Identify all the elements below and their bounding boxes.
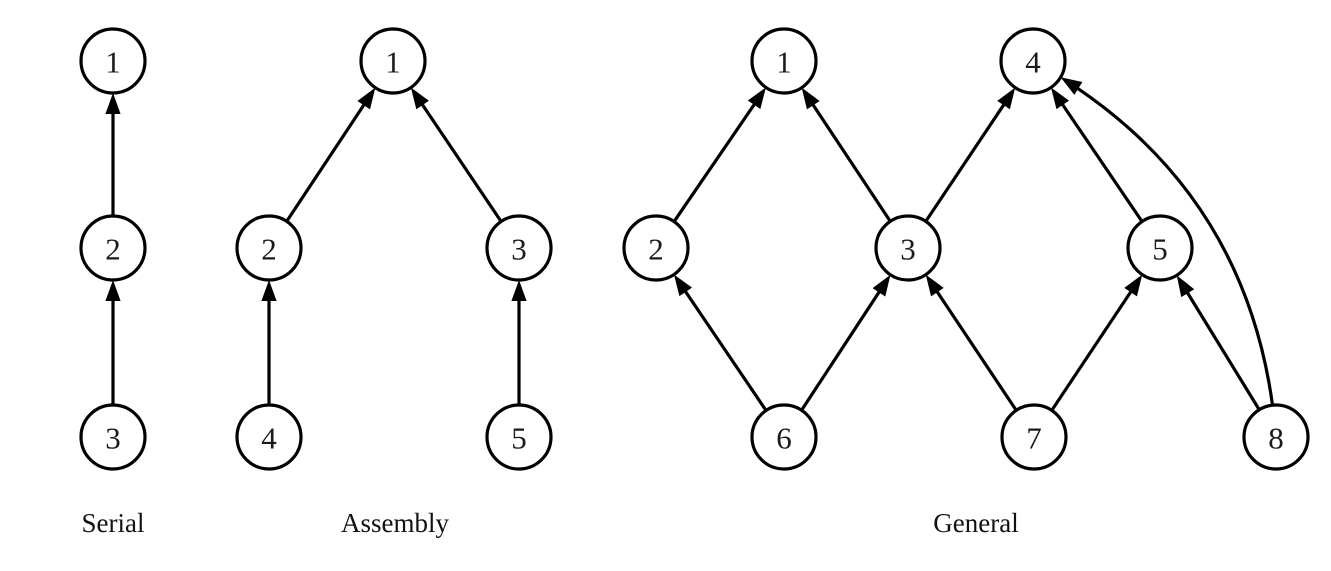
edge-arrowhead xyxy=(1050,87,1070,110)
node-label: 2 xyxy=(261,232,277,267)
node-circle[interactable] xyxy=(359,27,427,95)
edge-arrowhead xyxy=(925,274,944,297)
edge-shaft xyxy=(1184,289,1261,411)
edge-s2-to-s1 xyxy=(105,93,121,216)
node-assembly-4[interactable]: 4 xyxy=(235,403,303,471)
edge-g6-to-g3 xyxy=(800,274,891,412)
edge-shaft xyxy=(800,288,882,412)
node-general-1[interactable]: 1 xyxy=(750,27,818,95)
node-circle[interactable] xyxy=(750,403,818,471)
node-circle[interactable] xyxy=(485,403,553,471)
group-caption-general: General xyxy=(933,508,1018,538)
edge-shaft xyxy=(1059,101,1144,223)
node-general-8[interactable]: 8 xyxy=(1242,403,1310,471)
node-label: 2 xyxy=(105,232,121,267)
node-circle[interactable] xyxy=(79,214,147,282)
edge-arrowhead xyxy=(673,274,693,297)
edge-arrowhead xyxy=(872,274,891,297)
edge-shaft xyxy=(672,101,758,223)
edge-arrowhead xyxy=(1060,77,1083,95)
edge-g7-to-g5 xyxy=(1050,274,1143,412)
edge-shaft xyxy=(1050,288,1134,412)
group-caption-assembly: Assembly xyxy=(341,508,450,538)
node-assembly-2[interactable]: 2 xyxy=(235,214,303,282)
edge-arrowhead xyxy=(747,87,766,110)
node-label: 3 xyxy=(511,232,527,267)
node-label: 5 xyxy=(1152,232,1168,267)
edges-layer xyxy=(105,77,1275,412)
edge-a5-to-a3 xyxy=(511,280,527,405)
edge-g7-to-g3 xyxy=(925,274,1018,412)
edge-shaft xyxy=(285,101,367,223)
edge-arrowhead xyxy=(1124,274,1143,297)
edge-a4-to-a2 xyxy=(261,280,277,405)
edge-a2-to-a1 xyxy=(285,87,376,223)
node-assembly-1[interactable]: 1 xyxy=(359,27,427,95)
node-circle[interactable] xyxy=(485,214,553,282)
group-caption-serial: Serial xyxy=(82,508,145,538)
edge-shaft xyxy=(924,101,1007,223)
node-circle[interactable] xyxy=(1242,403,1310,471)
node-general-3[interactable]: 3 xyxy=(874,214,942,282)
node-circle[interactable] xyxy=(79,27,147,95)
edge-arrowhead xyxy=(997,87,1016,110)
edge-shaft xyxy=(419,101,503,223)
edge-arrowhead xyxy=(357,87,376,110)
node-general-2[interactable]: 2 xyxy=(622,214,690,282)
edge-s3-to-s2 xyxy=(105,280,121,405)
node-general-7[interactable]: 7 xyxy=(1000,403,1068,471)
node-assembly-5[interactable]: 5 xyxy=(485,403,553,471)
edge-arrowhead xyxy=(261,280,277,301)
node-general-4[interactable]: 4 xyxy=(999,27,1067,95)
node-label: 1 xyxy=(385,45,401,80)
node-circle[interactable] xyxy=(750,27,818,95)
edge-arrowhead xyxy=(410,87,429,110)
edge-shaft-curved xyxy=(1076,86,1275,406)
edge-g3-to-g1 xyxy=(801,87,892,223)
node-label: 5 xyxy=(511,421,527,456)
node-circle[interactable] xyxy=(79,403,147,471)
node-label: 7 xyxy=(1026,421,1042,456)
edge-arrowhead xyxy=(105,93,121,114)
node-assembly-3[interactable]: 3 xyxy=(485,214,553,282)
node-circle[interactable] xyxy=(999,27,1067,95)
edge-arrowhead xyxy=(511,280,527,301)
edge-g3-to-g4 xyxy=(924,87,1016,223)
node-label: 6 xyxy=(776,421,792,456)
edge-arrowhead xyxy=(105,280,121,301)
nodes-layer: 1 2 3 1 2 3 4 5 1 2 3 4 5 6 7 8 xyxy=(79,27,1310,471)
node-circle[interactable] xyxy=(1126,214,1194,282)
node-serial-1[interactable]: 1 xyxy=(79,27,147,95)
node-label: 8 xyxy=(1268,421,1284,456)
node-circle[interactable] xyxy=(1000,403,1068,471)
node-label: 3 xyxy=(105,421,121,456)
node-label: 2 xyxy=(648,232,664,267)
node-serial-2[interactable]: 2 xyxy=(79,214,147,282)
edge-g2-to-g1 xyxy=(672,87,766,223)
edge-arrowhead xyxy=(801,87,820,110)
node-circle[interactable] xyxy=(622,214,690,282)
edge-g6-to-g2 xyxy=(673,274,768,412)
edge-a3-to-a1 xyxy=(410,87,503,223)
node-label: 1 xyxy=(776,45,792,80)
node-circle[interactable] xyxy=(235,214,303,282)
node-label: 3 xyxy=(900,232,916,267)
node-label: 4 xyxy=(261,421,277,456)
node-label: 1 xyxy=(105,45,121,80)
node-circle[interactable] xyxy=(874,214,942,282)
node-general-6[interactable]: 6 xyxy=(750,403,818,471)
edge-arrowhead xyxy=(1176,275,1195,298)
edge-g8-to-g5 xyxy=(1176,275,1261,411)
node-label: 4 xyxy=(1025,45,1041,80)
edge-shaft xyxy=(934,288,1018,412)
node-serial-3[interactable]: 3 xyxy=(79,403,147,471)
edge-shaft xyxy=(810,101,892,223)
node-general-5[interactable]: 5 xyxy=(1126,214,1194,282)
edge-shaft xyxy=(682,288,768,412)
edge-g8-to-g4 xyxy=(1060,77,1275,406)
edge-g5-to-g4 xyxy=(1050,87,1144,223)
captions-layer: Serial Assembly General xyxy=(82,508,1019,538)
node-circle[interactable] xyxy=(235,403,303,471)
